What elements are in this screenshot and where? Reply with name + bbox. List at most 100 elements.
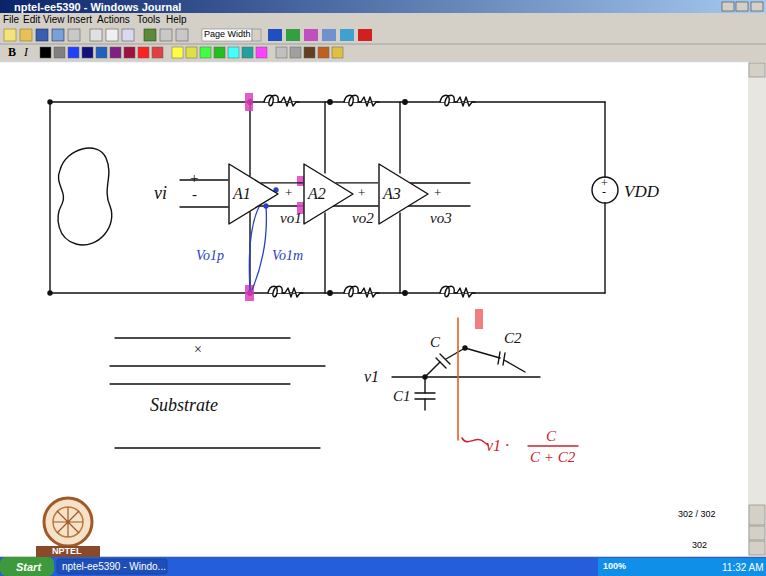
nptel-logo <box>53 507 83 537</box>
task-button <box>57 559 167 574</box>
signal-wire <box>261 182 303 183</box>
menu-item: Tools <box>137 14 160 25</box>
scrollbar <box>749 505 765 525</box>
formula-term: v1 · <box>486 437 509 455</box>
signal-name: Vo1p <box>196 248 224 263</box>
menu-item: Actions <box>97 14 130 25</box>
polarity-sign: + <box>285 186 292 200</box>
capacitive-divider <box>465 348 500 358</box>
toolbar-icons <box>252 29 261 41</box>
nptel-logo <box>36 546 100 557</box>
ruled-lines <box>0 62 748 63</box>
substrate-layers <box>110 338 325 448</box>
capacitive-divider <box>424 399 425 410</box>
toolbar-icons <box>106 29 118 41</box>
task-label: nptel-ee5390 - Windo... <box>62 561 166 572</box>
polarity-sign: - <box>192 186 197 203</box>
color-swatches <box>276 47 287 58</box>
capacitive-divider <box>392 346 540 410</box>
toolbar-icons <box>90 29 102 41</box>
color-swatches <box>172 47 183 58</box>
differential-second-wires <box>410 182 470 183</box>
pointer-squiggle <box>462 438 488 445</box>
amplifier-name: A3 <box>383 185 401 203</box>
junction-dots <box>403 100 407 104</box>
zoom-level: 100% <box>603 562 626 572</box>
color-swatches <box>96 47 107 58</box>
toolbar-icons <box>322 29 336 41</box>
toolbar-separator <box>0 44 766 45</box>
color-swatches <box>138 47 149 58</box>
toolbar-icons <box>268 29 282 41</box>
polarity-sign: + <box>358 186 365 200</box>
color-swatches <box>40 47 51 58</box>
junction-dots <box>328 291 332 295</box>
capacitor-name: C1 <box>393 388 411 405</box>
signal-name: vo1 <box>280 210 302 227</box>
system-tray <box>598 558 766 576</box>
formula-denominator: C + C2 <box>530 449 575 466</box>
scrollbar <box>749 63 765 77</box>
triangle-outline <box>304 164 353 224</box>
capacitive-divider <box>392 376 540 377</box>
highlight-marks <box>297 176 304 186</box>
parasitic-inductance <box>440 286 475 297</box>
color-swatches <box>332 47 343 58</box>
substrate-layers <box>110 365 325 366</box>
capacitive-divider <box>498 352 505 365</box>
capacitive-divider <box>504 360 525 372</box>
color-swatches <box>110 47 121 58</box>
color-swatches <box>186 47 197 58</box>
color-swatches <box>318 47 329 58</box>
toolbar-icons <box>176 29 188 41</box>
nptel-logo <box>36 498 100 557</box>
color-swatches <box>304 47 315 58</box>
window-buttons <box>722 2 763 11</box>
toolbar-icons <box>4 29 372 41</box>
note-page <box>0 62 748 556</box>
bold-button: B <box>8 46 16 59</box>
junction-dots <box>48 291 52 295</box>
polarity-sign: - <box>602 186 606 199</box>
page-counter: 302 / 302 <box>678 510 716 520</box>
parasitic-inductance <box>440 95 475 106</box>
menu-item: Edit <box>23 14 40 25</box>
menu-item: File <box>3 14 19 25</box>
supply-rails <box>49 102 50 293</box>
nptel-logo <box>53 507 83 537</box>
amplifier-triangle: A1 <box>228 163 279 225</box>
amplifier-supply-taps <box>324 102 325 173</box>
start-button <box>0 557 54 576</box>
italic-button: I <box>24 46 28 59</box>
node-voltage: v1 <box>364 368 379 386</box>
differential-second-wires <box>405 205 470 206</box>
color-swatches <box>40 47 343 58</box>
signal-name: vo3 <box>430 210 452 227</box>
polarity-sign: + <box>190 170 198 187</box>
menu-item: View <box>43 14 65 25</box>
ruled-lines <box>0 62 748 63</box>
window-title: nptel-ee5390 - Windows Journal <box>14 1 181 13</box>
output-probe-curves <box>264 204 268 208</box>
amplifier-name: A1 <box>233 185 251 203</box>
supply-rails <box>604 203 605 293</box>
substrate-layers <box>115 447 320 448</box>
input-wires <box>180 179 228 180</box>
toolbar-icons <box>304 29 318 41</box>
amplifier-supply-taps <box>399 213 400 293</box>
amplifier-supply-taps <box>324 213 325 293</box>
cut-line <box>457 318 459 440</box>
scrollbar <box>749 526 765 540</box>
junction-dots <box>403 291 407 295</box>
window-buttons <box>751 2 763 11</box>
cross-mark: × <box>194 342 202 357</box>
scrollbar <box>748 62 766 556</box>
color-swatches <box>82 47 93 58</box>
triangle-outline <box>379 164 428 224</box>
color-swatches <box>290 47 301 58</box>
logo-text: NPTEL <box>52 547 82 557</box>
output-probe-curves <box>252 206 266 290</box>
supply-rails <box>50 102 605 293</box>
